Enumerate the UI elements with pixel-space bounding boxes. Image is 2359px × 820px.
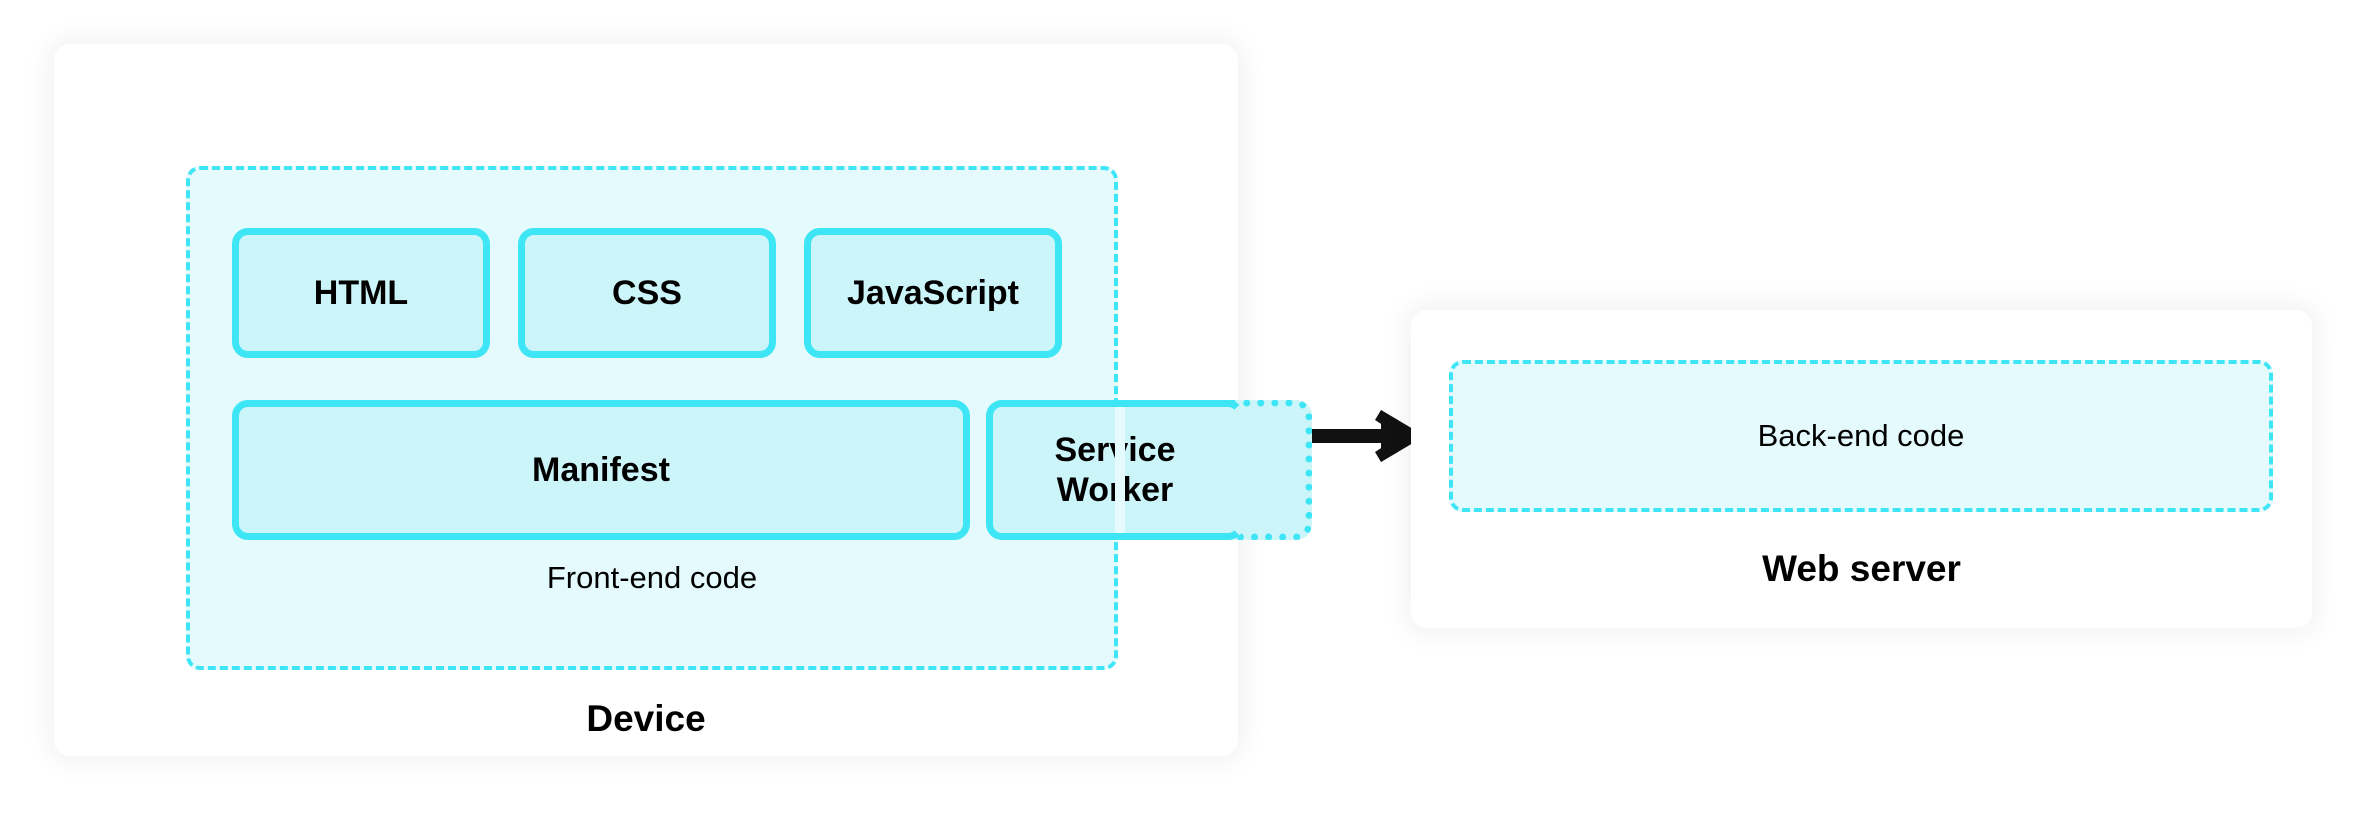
css-box-label: CSS bbox=[612, 273, 682, 312]
backend-code-container: Back-end code bbox=[1449, 360, 2273, 512]
web-server-panel: Back-end code Web server bbox=[1411, 310, 2312, 628]
device-panel: HTML CSS JavaScript Manifest Service Wor… bbox=[54, 44, 1312, 756]
frontend-code-container: HTML CSS JavaScript Manifest Service Wor… bbox=[186, 166, 1312, 670]
frontend-code-caption: Front-end code bbox=[546, 560, 758, 595]
manifest-box[interactable]: Manifest bbox=[232, 400, 970, 540]
javascript-box[interactable]: JavaScript bbox=[804, 228, 1062, 358]
javascript-box-label: JavaScript bbox=[847, 273, 1019, 312]
device-caption: Device bbox=[586, 698, 706, 739]
web-server-caption: Web server bbox=[1762, 548, 1961, 589]
backend-code-label: Back-end code bbox=[1757, 418, 1965, 453]
html-box[interactable]: HTML bbox=[232, 228, 490, 358]
container-edge-mask-upper bbox=[1115, 407, 1125, 533]
css-box[interactable]: CSS bbox=[518, 228, 776, 358]
html-box-label: HTML bbox=[313, 273, 409, 312]
manifest-box-label: Manifest bbox=[532, 450, 670, 489]
